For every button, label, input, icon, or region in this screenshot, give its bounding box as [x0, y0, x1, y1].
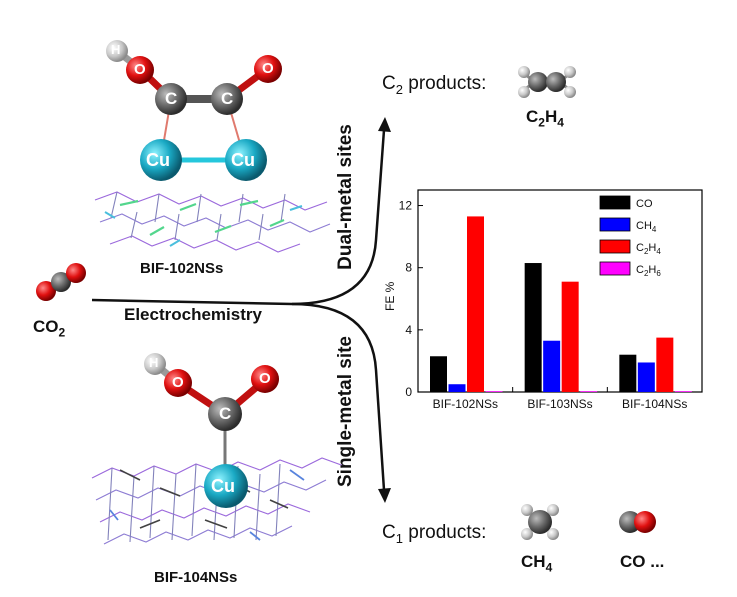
hydrogen-atom	[106, 40, 128, 62]
atom-label-h: H	[149, 355, 159, 370]
bar-ch4-bif-104nss	[637, 362, 655, 392]
oxygen-atom	[254, 55, 282, 83]
top-framework-lattice	[94, 191, 331, 253]
bar-co-bif-104nss	[619, 354, 637, 392]
carbon-atom	[211, 83, 243, 115]
branch-arrows	[91, 129, 386, 491]
bar-c2h4-bif-103nss	[561, 281, 579, 392]
bar-co-bif-102nss	[430, 356, 447, 392]
oxygen-atom	[126, 56, 154, 84]
co-molecule-icon	[619, 511, 656, 533]
ch4-molecule-icon	[521, 504, 559, 540]
copper-atom	[140, 139, 182, 181]
y-tick-label: 8	[405, 261, 412, 275]
oxygen-atom	[251, 365, 279, 393]
atom-label-o: O	[134, 61, 146, 78]
carbon-atom	[208, 397, 242, 431]
copper-atom	[225, 139, 267, 181]
ch4-label: CH4	[521, 552, 553, 575]
bar-co-bif-103nss	[524, 263, 542, 392]
fe-bar-chart: 0 4 8 12 FE % BIF-102NSs BIF-103NSs BIF-104NSs C…	[383, 189, 703, 411]
catalyst-label-bottom: BIF-104NSs	[154, 569, 238, 586]
legend-label-co: CO	[636, 198, 653, 210]
atom-label-cu: Cu	[231, 150, 255, 170]
x-tick-label: BIF-102NSs	[433, 397, 498, 411]
legend-label-ch4: CH4	[636, 220, 657, 234]
atom-label-o: O	[262, 60, 274, 77]
atom-label-cu: Cu	[146, 150, 170, 170]
atom-label-c: C	[165, 89, 178, 108]
bar-c2h6-bif-103nss	[580, 391, 598, 393]
legend-swatch-c2h4	[599, 239, 631, 254]
oxygen-atom	[164, 369, 192, 397]
y-tick-label: 4	[405, 323, 412, 337]
bar-c2h6-bif-104nss	[674, 391, 692, 393]
single-metal-site-label: Single-metal site	[335, 336, 356, 487]
electrochemistry-label: Electrochemistry	[124, 305, 262, 324]
y-tick-label: 12	[399, 199, 413, 213]
x-tick-label: BIF-104NSs	[622, 397, 687, 411]
legend-label-c2h4: C2H4	[636, 242, 661, 256]
bar-c2h6-bif-102nss	[485, 391, 503, 393]
bar-ch4-bif-103nss	[543, 340, 561, 392]
co2-label: CO2	[33, 317, 66, 340]
catalyst-label-top: BIF-102NSs	[140, 260, 224, 277]
legend-label-c2h6: C2H6	[636, 264, 661, 278]
co-label: CO ...	[620, 552, 665, 571]
bar-c2h4-bif-104nss	[656, 337, 674, 392]
atom-label-cu: Cu	[211, 476, 235, 496]
arrow-head-down	[378, 488, 391, 503]
copper-atom	[204, 464, 248, 508]
legend-swatch-co	[599, 195, 631, 210]
atom-label-o: O	[259, 370, 271, 387]
x-tick-label: BIF-103NSs	[527, 397, 592, 411]
legend-swatch-c2h6	[599, 261, 631, 276]
carbon-atom	[155, 83, 187, 115]
bar-c2h4-bif-102nss	[467, 216, 484, 392]
hydrogen-atom	[144, 353, 166, 375]
atom-label-c: C	[219, 404, 232, 423]
atom-label-o: O	[172, 374, 184, 391]
c2-products-label: C2 products:	[382, 73, 487, 97]
c2h4-molecule-icon	[518, 66, 576, 98]
y-tick-label: 0	[405, 385, 412, 399]
atom-label-h: H	[111, 42, 121, 57]
legend-swatch-ch4	[599, 217, 631, 232]
bar-ch4-bif-102nss	[448, 384, 466, 392]
atom-label-c: C	[221, 89, 234, 108]
co2-molecule-icon	[36, 263, 86, 301]
y-axis-label: FE %	[383, 281, 397, 311]
dual-metal-sites-label: Dual-metal sites	[335, 124, 356, 270]
c2h4-label: C2H4	[526, 107, 564, 130]
c1-products-label: C1 products:	[382, 522, 487, 546]
arrow-head-up	[378, 117, 391, 132]
